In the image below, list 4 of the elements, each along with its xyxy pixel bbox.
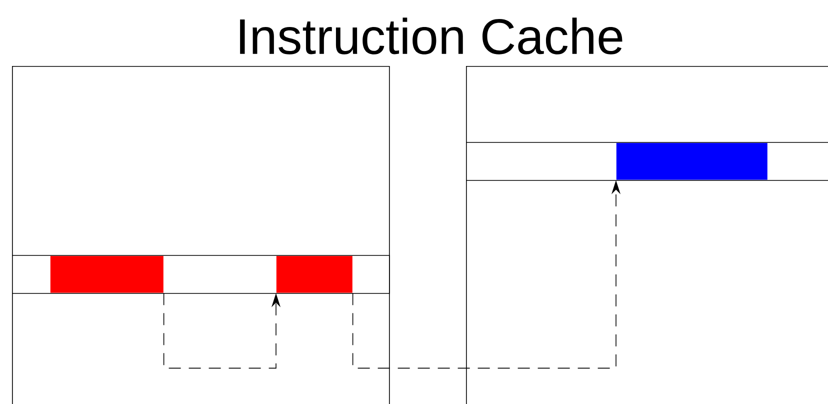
data-block — [276, 256, 352, 293]
data-block — [50, 256, 164, 293]
data-block — [616, 143, 768, 180]
title: Instruction Cache — [240, 18, 622, 54]
